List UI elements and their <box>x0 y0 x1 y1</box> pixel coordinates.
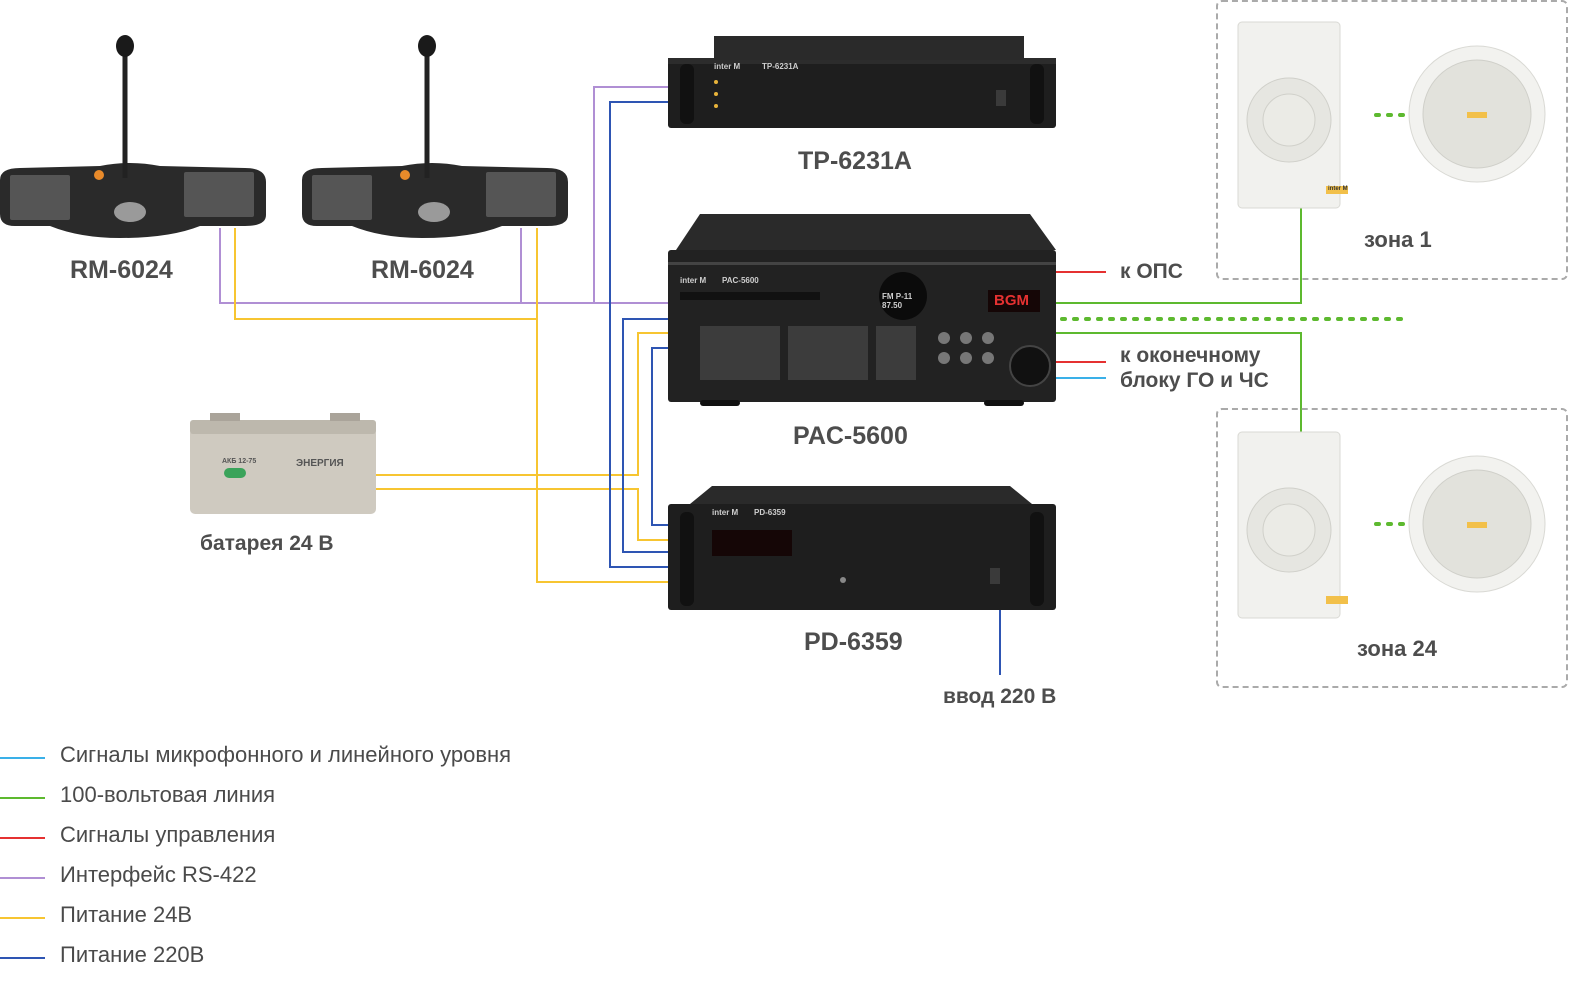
pac5600-label: PAC-5600 <box>793 422 908 450</box>
legend-row: Сигналы микрофонного и линейного уровня <box>0 740 700 770</box>
legend-label: Питание 24В <box>60 902 193 927</box>
wire-24v-rm2 <box>536 228 668 583</box>
wire-24v-battery-b <box>376 488 668 541</box>
zone-24-box <box>1216 408 1568 688</box>
terminal-label-line1: к оконечному <box>1120 344 1261 367</box>
legend-swatch <box>0 837 45 839</box>
ops-label: к ОПС <box>1120 260 1183 283</box>
wire-100v-zone24 <box>1056 332 1302 432</box>
legend-row: Сигналы управления <box>0 820 700 850</box>
ceiling-speaker-zone24 <box>1408 455 1546 593</box>
tp6231a-label: TP-6231A <box>798 147 912 175</box>
tp-face-model: TP-6231A <box>762 62 799 71</box>
wire-220v-tp <box>609 101 668 568</box>
rm6024-console-1 <box>0 35 266 238</box>
pac-display: BGM <box>994 292 1029 309</box>
wire-rs422-tp <box>593 86 668 303</box>
legend-swatch <box>0 757 45 759</box>
battery-face-model: АКБ 12-75 <box>222 458 257 465</box>
legend-row: Питание 220В <box>0 940 700 970</box>
wire-24v-rm1 <box>234 228 537 320</box>
legend-swatch <box>0 957 45 959</box>
terminal-label-line2: блоку ГО и ЧС <box>1120 369 1269 392</box>
legend-row: 100-вольтовая линия <box>0 780 700 810</box>
legend-label: Интерфейс RS-422 <box>60 862 257 887</box>
wire-220v-pac-a <box>622 318 668 553</box>
legend-row: Питание 24В <box>0 900 700 930</box>
pac5600-unit <box>668 214 1056 406</box>
zone-1-box <box>1216 0 1568 280</box>
pac-face-brand: inter M <box>680 276 707 285</box>
legend-swatch <box>0 877 45 879</box>
zone24-label: зона 24 <box>1357 636 1437 661</box>
zone1-label: зона 1 <box>1364 227 1432 252</box>
pd6359-label: PD-6359 <box>804 628 903 656</box>
legend-swatch <box>0 917 45 919</box>
tp6231a-unit <box>668 36 1056 128</box>
mains-label: ввод 220 В <box>943 685 1057 708</box>
speaker-face-brand: inter M <box>1328 186 1348 192</box>
pd-face-brand: inter M <box>712 508 739 517</box>
wire-24v-battery-a <box>376 332 668 476</box>
legend-label: Сигналы микрофонного и линейного уровня <box>60 742 512 767</box>
legend-label: Сигналы управления <box>60 822 276 847</box>
wall-speaker-zone24 <box>1237 431 1348 619</box>
wall-speaker-zone1 <box>1237 21 1348 209</box>
rm6024-console-2 <box>302 35 568 238</box>
pac-face-model: PAC-5600 <box>722 276 759 285</box>
pd-face-model: PD-6359 <box>754 508 786 517</box>
battery-24v <box>190 413 376 514</box>
legend-label: 100-вольтовая линия <box>60 782 276 807</box>
legend-label: Питание 220В <box>60 942 205 967</box>
battery-face-brand: ЭНЕРГИЯ <box>296 458 344 469</box>
wire-100v-zone1 <box>1056 208 1302 304</box>
legend-swatch <box>0 797 45 799</box>
rm6024-label-2: RM-6024 <box>371 256 474 284</box>
wire-220v-pac-b <box>651 347 668 526</box>
tp-face-brand: inter M <box>714 62 741 71</box>
legend-row: Интерфейс RS-422 <box>0 860 700 890</box>
pac-lcd: FM P-11 87.50 <box>882 292 913 310</box>
ceiling-speaker-zone1 <box>1408 45 1546 183</box>
wire-rs422-rm1 <box>219 228 668 304</box>
battery-label: батарея 24 В <box>200 532 334 555</box>
pd6359-unit <box>668 486 1056 610</box>
rm6024-label-1: RM-6024 <box>70 256 173 284</box>
